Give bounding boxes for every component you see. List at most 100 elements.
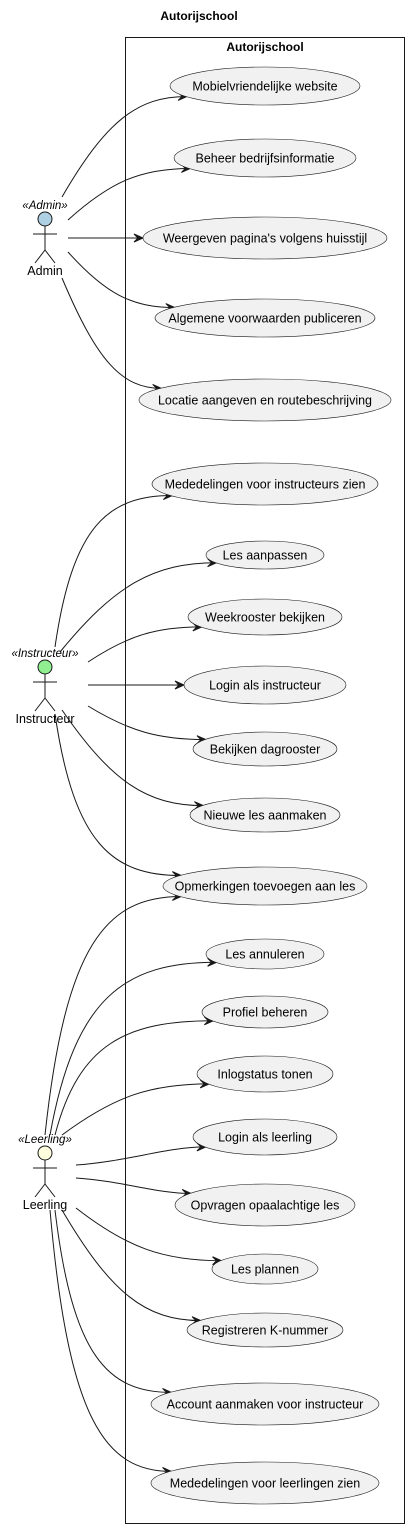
actor-name: Admin [27,264,62,278]
use-case-label: Inlogstatus tonen [217,1068,312,1082]
use-case-uc18: Les plannen [211,1253,319,1285]
use-case-ellipse [150,1461,380,1505]
use-case-label: Login als instructeur [209,679,321,693]
use-case-ellipse [154,298,376,338]
use-case-label: Opvragen opaalachtige les [191,1199,340,1213]
use-case-uc5: Locatie aangeven en routebeschrijving [138,378,392,422]
actor-body-icon [33,226,57,264]
use-case-uc16: Login als leerling [192,1118,338,1156]
use-case-label: Nieuwe les aanmaken [204,809,327,823]
use-case-uc19: Registreren K-nummer [186,1312,344,1348]
use-case-label: Mededelingen voor leerlingen zien [170,1477,360,1491]
use-case-uc7: Les aanpassen [205,540,325,570]
actor-stereotype: «Instructeur» [11,648,78,660]
association-line [59,562,217,653]
associations [44,91,223,1476]
use-case-ellipse [169,66,361,106]
actor-leerling: «Leerling» Leerling [18,1134,72,1212]
use-case-ellipse [192,731,338,767]
actor-instructeur: «Instructeur» Instructeur [11,648,78,726]
association-line [87,705,206,741]
association-line [54,1020,214,1136]
use-case-label: Bekijken dagrooster [210,743,320,757]
use-case-uc2: Beheer bedrijfsinformatie [173,138,357,178]
use-case-ellipse [196,1055,334,1093]
system-boundary-box [125,37,405,1524]
association-line [44,895,182,1136]
use-case-ellipse [174,1183,356,1227]
association-line [75,1146,206,1166]
use-case-uc12: Opmerkingen toevoegen aan les [162,866,368,906]
use-case-ellipse [162,866,368,906]
use-case-label: Registreren K-nummer [202,1324,328,1338]
use-case-label: Account aanmaken voor instructeur [167,1398,364,1412]
use-case-label: Locatie aangeven en routebeschrijving [158,394,372,408]
association-line [49,1209,172,1472]
actor-stereotype: «Leerling» [18,1134,72,1146]
use-case-uc17: Opvragen opaalachtige les [174,1183,356,1227]
association-line [61,1209,202,1322]
actor-name: Instructeur [15,712,74,726]
use-case-label: Weergeven pagina's volgens huisstijl [163,232,367,246]
association-line [75,1177,192,1194]
use-case-label: Algemene voorwaarden publiceren [168,312,361,326]
use-case-ellipse [150,1382,380,1426]
use-case-label: Les plannen [231,1263,299,1277]
use-case-uc15: Inlogstatus tonen [196,1055,334,1093]
use-case-ellipse [201,995,329,1029]
use-case-label: Login als leerling [218,1131,312,1145]
use-case-uc3: Weergeven pagina's volgens huisstijl [142,216,388,260]
association-line [67,167,191,221]
use-case-label: Les annuleren [225,948,304,962]
use-case-uc11: Nieuwe les aanmaken [189,797,341,833]
use-case-label: Beheer bedrijfsinformatie [196,152,335,166]
actor-head-icon [37,211,53,227]
association-line [54,1209,172,1393]
use-case-ellipse [211,1253,319,1285]
use-case-uc6: Mededelingen voor instructeurs zien [151,462,379,506]
diagram-title: Autorijschool [160,9,237,23]
use-case-label: Les aanpassen [223,549,308,563]
use-case-ellipse [138,378,392,422]
use-case-ellipse [187,598,343,636]
use-case-label: Mededelingen voor instructeurs zien [165,478,366,492]
use-case-uc9: Login als instructeur [183,665,347,705]
use-case-uc14: Profiel beheren [201,995,329,1029]
use-case-ellipse [205,540,325,570]
use-case-uc8: Weekrooster bekijken [187,598,343,636]
use-case-label: Weekrooster bekijken [205,611,325,625]
use-case-label: Opmerkingen toevoegen aan les [175,880,356,894]
system-name: Autorijschool [226,40,303,54]
use-case-ellipse [205,938,325,970]
actors: «Admin» Admin «Instructeur» Instructeur «Lee… [11,200,78,1212]
association-line [61,277,162,389]
association-line [54,713,182,877]
association-line [61,95,188,198]
use-case-ellipse [183,665,347,705]
association-line [49,961,217,1136]
actor-name: Leerling [23,1198,68,1212]
use-case-ellipse [173,138,357,178]
association-line [61,1083,210,1136]
association-line [67,251,175,309]
actor-head-icon [37,659,53,675]
association-line [75,1207,222,1262]
system-boundary: Autorijschool [125,37,405,1524]
use-case-ellipse [186,1312,344,1348]
use-case-label: Profiel beheren [223,1006,308,1020]
actor-head-icon [37,1145,53,1161]
actor-stereotype: «Admin» [22,200,67,212]
use-case-uc21: Mededelingen voor leerlingen zien [150,1461,380,1505]
use-case-uc10: Bekijken dagrooster [192,731,338,767]
actor-admin: «Admin» Admin [22,200,67,278]
actor-body-icon [33,674,57,712]
association-arrowhead [133,233,145,243]
use-case-uc20: Account aanmaken voor instructeur [150,1382,380,1426]
use-case-ellipse [192,1118,338,1156]
use-case-ellipse [189,797,341,833]
use-case-label: Mobielvriendelijke website [192,80,337,94]
use-case-ellipse [151,462,379,506]
association-line [87,626,202,663]
